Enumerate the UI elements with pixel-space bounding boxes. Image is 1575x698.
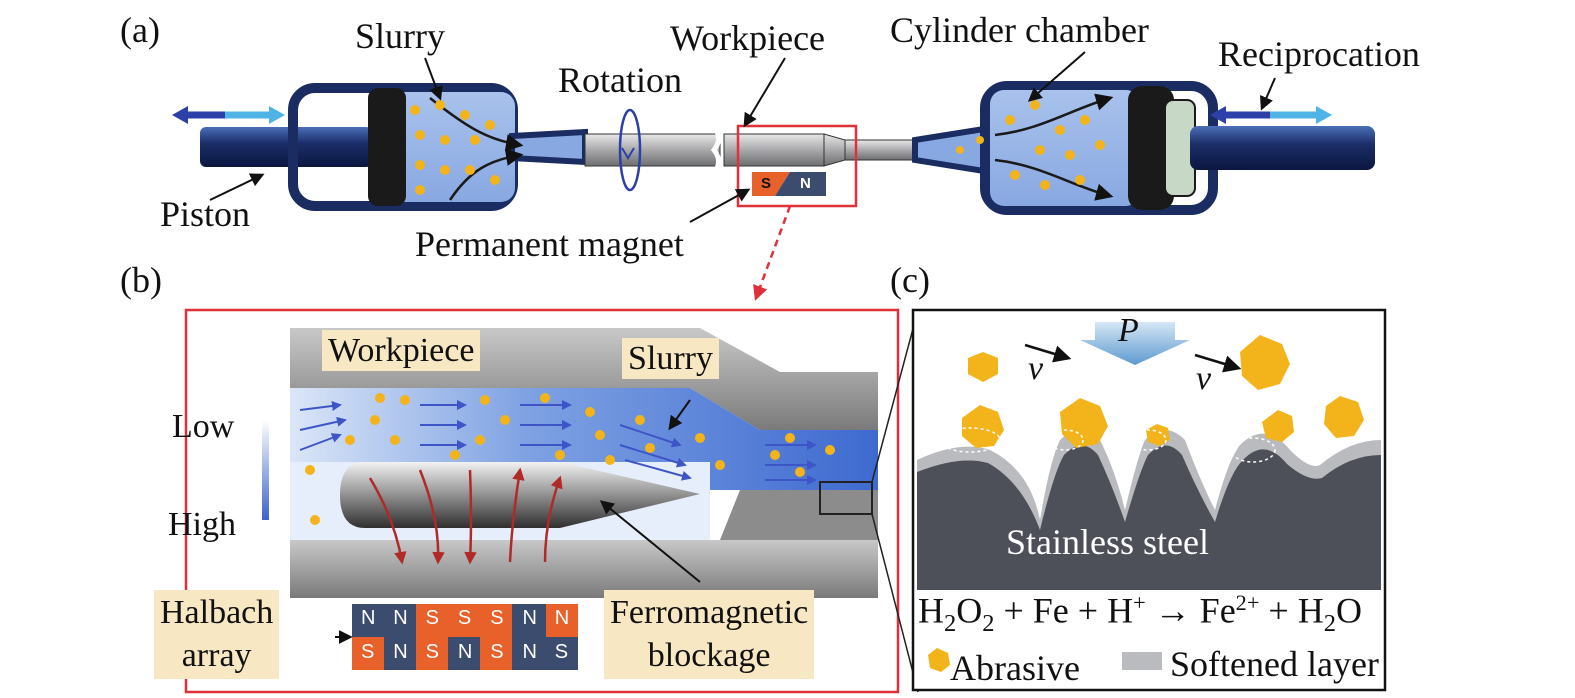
magnet-s-label: S [761,175,772,192]
ferromagnetic-blockage-tag: Ferromagnetic blockage [604,590,815,679]
workpiece-rod-left [584,133,721,167]
velocity-arrow-right [1194,353,1242,373]
halbach-pole-top-5: N [522,607,537,629]
slurry-label: Slurry [355,16,445,56]
halbach-array [352,604,578,670]
right-piston-rod [1190,126,1375,170]
zoom-link-arrow [753,205,792,301]
panel-b-frame [184,308,900,694]
halbach-pole-top-2: S [425,607,439,629]
velocity-right-label: v [1196,360,1212,397]
halbach-pole-top-0: N [361,607,376,629]
slurry-channel [290,388,878,490]
right-piston-head [1128,86,1174,210]
low-label: Low [172,408,235,445]
panel-a-apparatus [172,51,1375,301]
halbach-pole-bottom-0: S [361,641,375,663]
velocity-arrow-left [1024,343,1072,363]
stainless-steel-shape [917,445,1381,590]
workpiece-rod-mid [723,133,825,167]
high-label: High [168,506,236,543]
ferro-line2: blockage [647,636,771,674]
legend-softened-label: Softened layer [1170,644,1379,684]
legend-abrasive-swatch [928,648,950,672]
permanent-magnet-label: Permanent magnet [415,224,684,264]
pressure-label: P [1118,312,1139,349]
halbach-pole-top-4: S [490,607,504,629]
halbach-pole-bottom-2: S [425,641,439,663]
concentration-gradient-bar [262,420,269,520]
panel-b-label: (b) [120,260,162,300]
panel-a-label: (a) [120,10,160,50]
cylinder-chamber-label: Cylinder chamber [890,10,1149,50]
chamber-abrasives [410,100,1105,195]
rotation-label: Rotation [558,60,682,100]
panel-c-mechanism [911,308,1387,692]
rotation-indicator [618,108,642,192]
legend-softened-swatch [1122,652,1162,670]
right-nozzle [912,124,993,176]
halbach-pole-top-1: N [393,607,408,629]
left-piston-rod [200,127,372,167]
channel-abrasives [305,393,835,525]
halbach-array-tag: Halbach array [154,590,280,679]
reaction-equation: H2O2 + Fe + H+ → Fe2+ + H2O [918,590,1362,637]
ferro-line1: Ferromagnetic [610,594,809,631]
halbach-line2: array [181,636,252,674]
halbach-pole-bottom-1: N [393,641,408,663]
left-nozzle [509,128,588,166]
halbach-pole-bottom-3: N [457,641,473,663]
piston-label: Piston [160,194,251,234]
zoom-box-surface [819,481,873,515]
halbach-pole-bottom-6: S [554,641,569,663]
reciprocation-label: Reciprocation [1218,34,1420,74]
zoom-highlight-box [736,124,858,208]
left-piston-head [368,88,406,206]
stainless-steel-label: Stainless steel [1006,522,1209,562]
surface-abrasives [962,335,1364,448]
right-chamber-slurry [990,90,1140,206]
workpiece-label: Workpiece [670,18,826,58]
slurry-tag: Slurry [622,338,719,380]
permanent-magnet [752,172,826,196]
panel-b-detail [184,308,919,694]
workpiece-tag: Workpiece [322,330,481,372]
halbach-pole-bottom-4: S [490,641,504,663]
panel-c-label: (c) [890,260,930,300]
halbach-pole-bottom-5: N [522,641,537,663]
workpiece-lower-wall [290,540,878,598]
legend-abrasive-label: Abrasive [950,648,1080,688]
pressure-arrow [1080,322,1190,365]
velocity-left-label: v [1028,350,1044,387]
magnet-n-label: N [800,175,811,192]
halbach-line1: Halbach [160,594,274,631]
halbach-pole-top-6: N [554,607,570,629]
left-chamber-slurry [380,92,515,202]
magnetic-field-lines [368,467,563,565]
halbach-pole-top-3: S [457,607,472,629]
